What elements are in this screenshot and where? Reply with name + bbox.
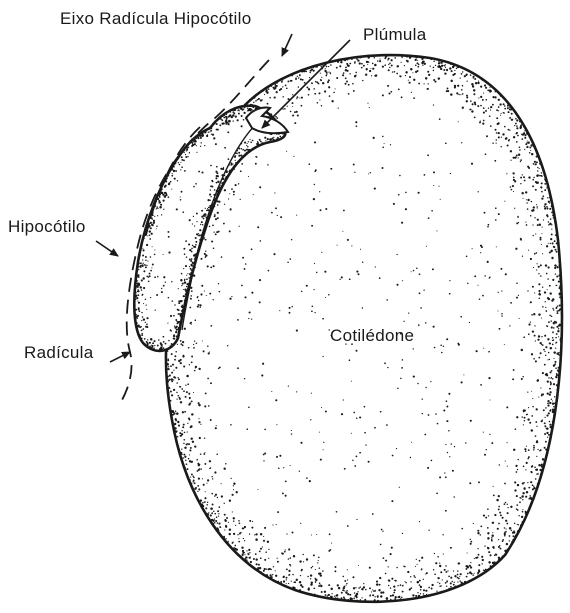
label-hipocotilo: Hipocótilo	[8, 217, 86, 236]
radicula-arrow	[110, 352, 130, 362]
hipocotilo-arrow	[96, 241, 118, 256]
label-eixo: Eixo Radícula Hipocótilo	[60, 9, 251, 28]
eixo-arrow	[282, 34, 292, 56]
cotyledon	[131, 18, 570, 613]
label-plumula: Plúmula	[363, 25, 427, 44]
cotyledon-stipple	[131, 18, 570, 613]
label-cotiledone: Cotilédone	[330, 326, 414, 345]
label-radicula: Radícula	[24, 343, 94, 362]
